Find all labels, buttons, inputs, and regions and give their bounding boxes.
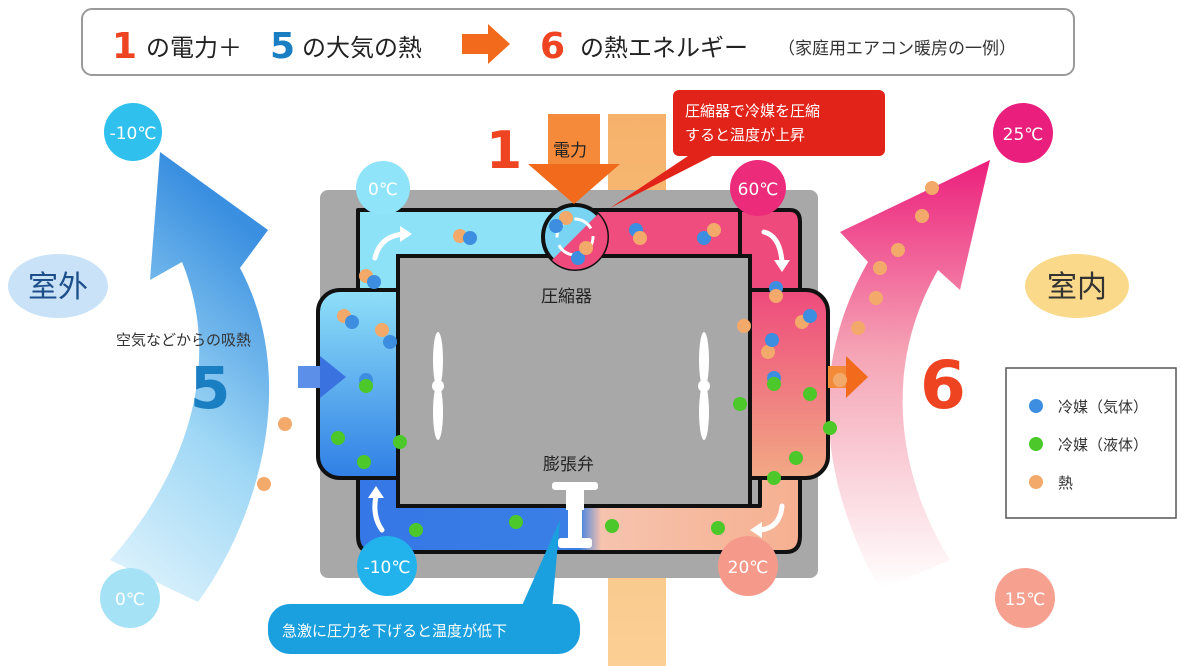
power-arrow <box>528 114 620 204</box>
particle-dot <box>851 321 865 335</box>
indoor-label: 室内 <box>1047 270 1107 305</box>
header-number-6: 6 <box>540 26 565 67</box>
particle-dot <box>409 523 423 537</box>
particle-dot <box>509 515 523 529</box>
compressor-callout: 圧縮器で冷媒を圧縮 すると温度が上昇 <box>610 90 885 208</box>
particle-dot <box>633 231 647 245</box>
expansion-valve-label: 膨張弁 <box>543 455 594 475</box>
valve-callout-text: 急激に圧力を下げると温度が低下 <box>282 622 507 640</box>
particle-dot <box>761 345 775 359</box>
particle-dot <box>765 333 779 347</box>
particle-dot <box>915 209 929 223</box>
particle-dot <box>707 223 721 237</box>
temp-outdoor-bottom: 0℃ <box>115 590 145 610</box>
particle-dot <box>278 417 292 431</box>
particle-dot <box>463 231 477 245</box>
particle-dot <box>571 251 585 265</box>
particle-dot <box>375 323 389 337</box>
temp-valve-in-circle <box>718 536 778 596</box>
particle-dot <box>383 335 397 349</box>
particle-dot <box>833 373 847 387</box>
temp-outdoor-top: -10℃ <box>110 124 157 144</box>
particle-dot <box>737 319 751 333</box>
legend-liquid-refrigerant-dot <box>1029 437 1043 451</box>
temp-outdoor-bottom-circle <box>100 568 160 628</box>
heat-absorption-label: 空気などからの吸熱 <box>116 331 251 349</box>
temp-indoor-bottom-circle <box>995 568 1055 628</box>
particle-dot <box>803 309 817 323</box>
heat-inflow-arrow <box>298 356 346 398</box>
particle-dot <box>359 379 373 393</box>
expansion-valve-icon <box>552 482 598 548</box>
particle-dot <box>605 519 619 533</box>
particle-dot <box>803 387 817 401</box>
particle-dot <box>767 377 781 391</box>
legend-item-heat: 熱 <box>1058 474 1073 492</box>
indoor-number-6: 6 <box>920 347 966 424</box>
particle-dot <box>559 211 573 225</box>
particle-dot <box>549 219 563 233</box>
header-arrow-icon <box>462 24 510 64</box>
temp-outdoor-top-circle <box>104 103 162 161</box>
valve-callout: 急激に圧力を下げると温度が低下 <box>268 520 580 654</box>
compressor-label: 圧縮器 <box>541 287 592 307</box>
particle-dot <box>367 275 381 289</box>
outdoor-label-bubble <box>8 254 108 318</box>
particle-dot <box>711 521 725 535</box>
power-label: 電力 <box>553 141 587 161</box>
power-number: 1 <box>486 121 522 181</box>
temp-valve-out: -10℃ <box>364 558 411 578</box>
particle-dots <box>257 181 939 537</box>
temp-comp-out-circle <box>730 160 786 216</box>
indoor-air-arrow <box>828 160 990 590</box>
indoor-fan-icon <box>698 332 710 440</box>
outdoor-air-arrow <box>110 152 270 602</box>
particle-dot <box>257 477 271 491</box>
outdoor-fan-icon <box>432 332 444 440</box>
particle-dot <box>357 455 371 469</box>
particle-dot <box>733 397 747 411</box>
temp-indoor-top: 25℃ <box>1003 125 1044 145</box>
particle-dot <box>767 471 781 485</box>
compressor-callout-line1: 圧縮器で冷媒を圧縮 <box>685 102 820 120</box>
legend: 冷媒（気体） 冷媒（液体） 熱 <box>1005 367 1177 519</box>
legend-heat-dot <box>1029 475 1043 489</box>
temp-evap-out-circle <box>356 161 410 215</box>
particle-dot <box>869 291 883 305</box>
temp-valve-out-circle <box>357 536 417 596</box>
legend-gas-refrigerant-dot <box>1029 399 1043 413</box>
temp-indoor-top-circle <box>993 103 1053 163</box>
particle-dot <box>769 289 783 303</box>
temp-valve-in: 20℃ <box>728 558 769 578</box>
particle-dot <box>345 315 359 329</box>
particle-dot <box>789 451 803 465</box>
particle-dot <box>393 435 407 449</box>
particle-dot <box>925 181 939 195</box>
indoor-label-bubble <box>1025 254 1129 318</box>
temp-comp-out: 60℃ <box>738 180 779 200</box>
temp-evap-out: 0℃ <box>368 180 398 200</box>
header-number-1: 1 <box>112 26 137 67</box>
header-text-heat-energy: の熱エネルギー <box>580 34 748 62</box>
outdoor-number-5: 5 <box>190 354 230 422</box>
header-text-power: の電力＋ <box>146 34 242 62</box>
header-number-5: 5 <box>270 26 295 67</box>
legend-item-liquid: 冷媒（液体） <box>1058 436 1148 454</box>
header-text-air-heat: の大気の熱 <box>302 34 422 62</box>
compressor-callout-line2: すると温度が上昇 <box>685 126 805 144</box>
flow-arrow-heads <box>368 226 790 538</box>
header-banner: 1 の電力＋ 5 の大気の熱 6 の熱エネルギー （家庭用エアコン暖房の一例） <box>81 8 1075 76</box>
particle-dot <box>331 431 345 445</box>
legend-item-gas: 冷媒（気体） <box>1058 398 1148 416</box>
particle-dot <box>579 241 593 255</box>
temp-indoor-bottom: 15℃ <box>1005 590 1046 610</box>
particle-dot <box>891 243 905 257</box>
outdoor-label: 室外 <box>28 270 88 305</box>
particle-dot <box>823 421 837 435</box>
particle-dot <box>873 261 887 275</box>
particle-dot <box>697 231 711 245</box>
header-note: （家庭用エアコン暖房の一例） <box>778 39 1016 59</box>
